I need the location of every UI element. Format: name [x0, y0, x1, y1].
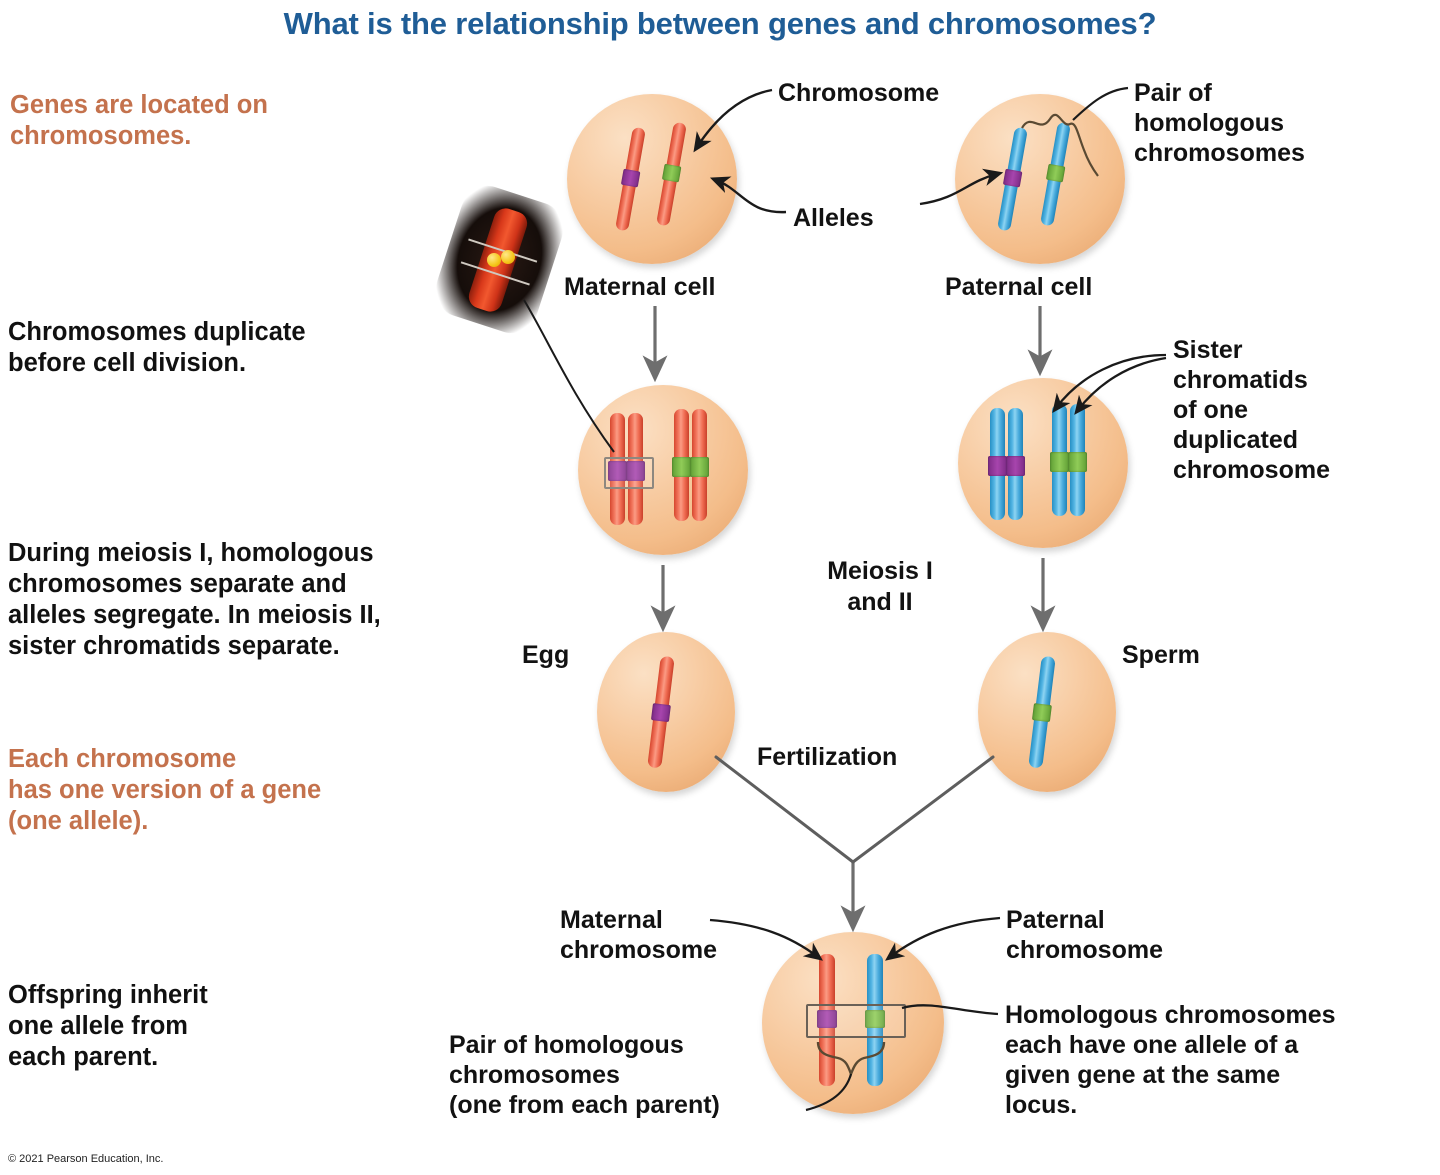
callout-maternal-chromosome: Maternal chromosome [560, 906, 717, 964]
paternal-chromosome-2 [1031, 120, 1079, 228]
zygote-cell [762, 932, 944, 1114]
maternal-cell [567, 94, 737, 264]
paternal-duplicated-chromosome-1 [986, 408, 1032, 520]
callout-homologous-alleles-locus: Homologous chromosomes each have one all… [1005, 1001, 1336, 1119]
sperm-chromosome [1019, 655, 1062, 770]
meiosis-label: Meiosis I and II [770, 556, 990, 617]
copyright-notice: © 2021 Pearson Education, Inc. [8, 1153, 164, 1165]
sperm-cell [978, 632, 1116, 792]
callout-chromosome: Chromosome [778, 79, 940, 107]
maternal-chromosome-2 [647, 120, 695, 228]
paternal-duplicated-cell [958, 378, 1128, 548]
maternal-duplicated-chromosome-1 [604, 413, 654, 525]
meiosis-label-line1: Meiosis I [827, 557, 933, 585]
egg-chromosome [638, 655, 681, 770]
meiosis-label-line2: and II [847, 587, 913, 616]
side-note-chromosomes-duplicate: Chromosomes duplicate before cell divisi… [8, 318, 306, 378]
callout-paternal-chromosome: Paternal chromosome [1006, 906, 1163, 964]
fertilization-label: Fertilization [757, 743, 898, 771]
side-note-meiosis: During meiosis I, homologous chromosomes… [8, 539, 381, 661]
maternal-duplicated-chromosome-2 [670, 409, 716, 521]
egg-label: Egg [522, 641, 570, 669]
fertilization-line-sperm [851, 755, 995, 864]
maternal-cell-label: Maternal cell [564, 273, 716, 301]
sperm-label: Sperm [1122, 641, 1200, 669]
page-title: What is the relationship between genes a… [283, 6, 1157, 41]
callout-sister-chromatids: Sister chromatids of one duplicated chro… [1173, 336, 1330, 484]
paternal-duplicated-chromosome-2 [1048, 404, 1094, 516]
callout-alleles: Alleles [793, 204, 874, 232]
maternal-duplicated-cell [578, 385, 748, 555]
side-note-genes-located: Genes are located on chromosomes. [10, 91, 268, 151]
paternal-cell-label: Paternal cell [945, 273, 1093, 301]
egg-cell [597, 632, 735, 792]
paternal-cell [955, 94, 1125, 264]
side-note-offspring-inherit: Offspring inherit one allele from each p… [8, 981, 208, 1072]
callout-pair-homologous: Pair of homologous chromosomes [1134, 79, 1305, 167]
fertilization-line-egg [714, 755, 855, 864]
locus-highlight-box [806, 1004, 906, 1038]
duplicated-chromosome-micrograph [428, 179, 571, 340]
side-note-each-chromosome: Each chromosome has one version of a gen… [8, 745, 322, 836]
paternal-chromosome-1 [988, 125, 1036, 233]
maternal-chromosome-1 [606, 125, 654, 233]
callout-pair-homologous-parents: Pair of homologous chromosomes (one from… [449, 1031, 720, 1119]
